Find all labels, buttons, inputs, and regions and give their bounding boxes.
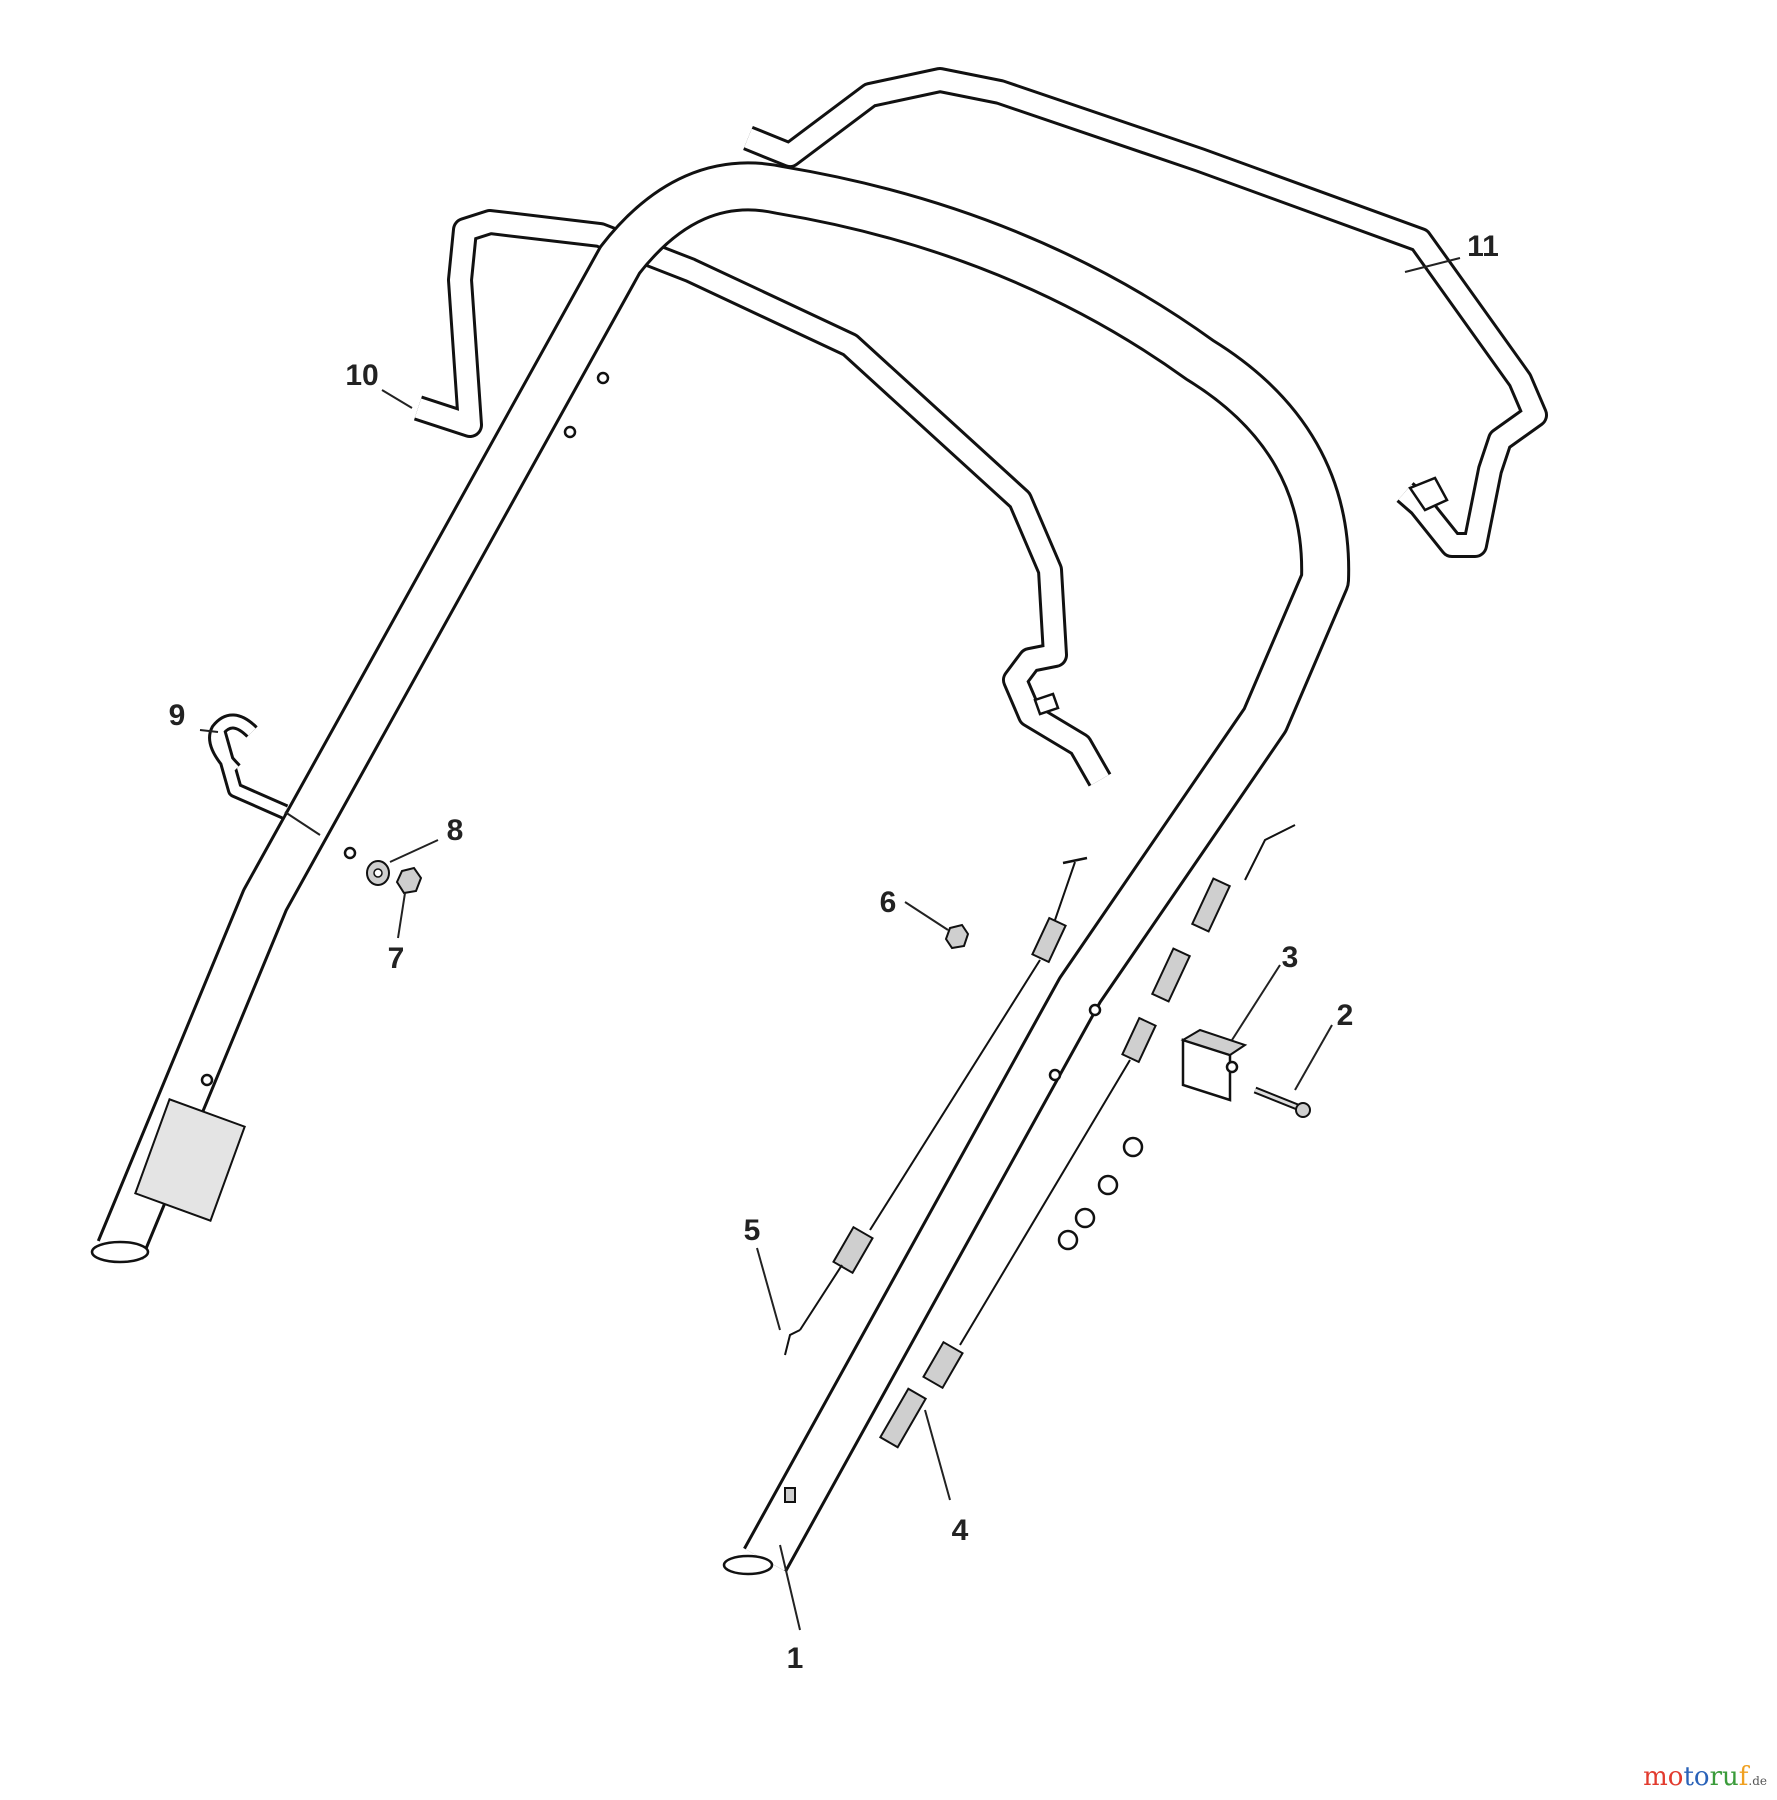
lower-bail-lever: [413, 209, 1112, 787]
callout-6: 6: [880, 886, 897, 919]
cable-4: [878, 824, 1296, 1449]
callout-10: 10: [345, 359, 378, 392]
watermark-part-2: to: [1683, 1762, 1710, 1792]
callout-11: 11: [1467, 230, 1499, 263]
watermark-part-1: mo: [1643, 1762, 1684, 1792]
callout-1: 1: [787, 1642, 804, 1675]
callout-7: 7: [388, 942, 405, 975]
callout-8: 8: [447, 814, 464, 847]
callout-labels: 1 2 3 4 5 6 7 8 9 10 11: [169, 230, 1499, 1675]
nut-6: [944, 923, 970, 950]
hook-bolt: [208, 713, 289, 820]
callout-2: 2: [1337, 999, 1354, 1032]
watermark-tld: .de: [1748, 1774, 1767, 1788]
watermark-part-3: ru: [1709, 1762, 1739, 1792]
cable-washers: [1057, 1136, 1144, 1251]
cable-5: [784, 856, 1088, 1356]
cable-clip: [1180, 1028, 1248, 1102]
nut-7: [395, 866, 423, 895]
upper-bail-lever: [743, 67, 1548, 558]
callout-4: 4: [952, 1514, 969, 1547]
watermark-logo: motoruf.de: [1643, 1762, 1767, 1792]
callout-5: 5: [744, 1214, 761, 1247]
callout-9: 9: [169, 699, 186, 732]
washer: [366, 860, 390, 886]
callout-leaders: [199, 257, 1461, 1631]
main-handle: [90, 161, 1351, 1576]
watermark-part-4: f: [1738, 1762, 1749, 1792]
callout-3: 3: [1282, 941, 1299, 974]
screw: [1253, 1086, 1311, 1118]
